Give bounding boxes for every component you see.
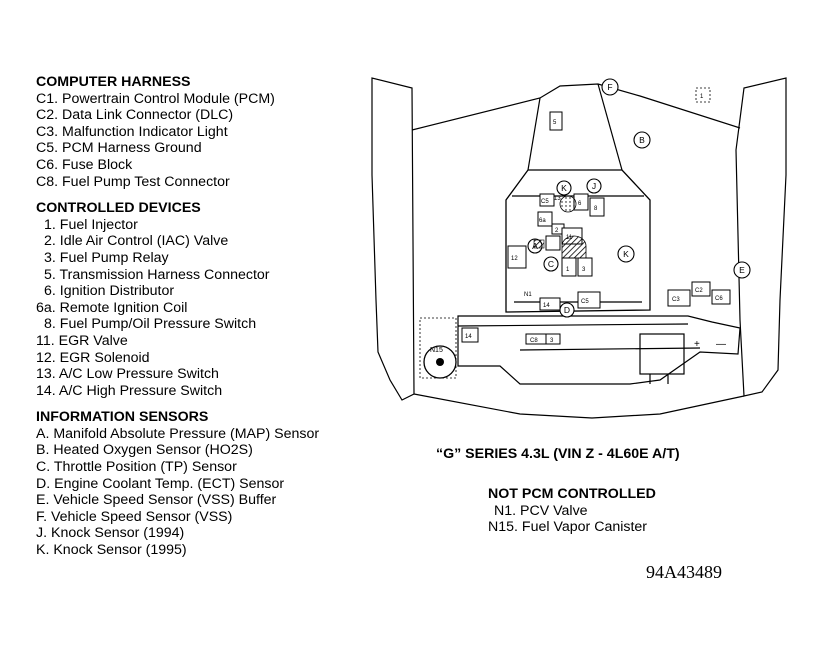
box-labels: 5 C5 6 8 6a 2 11 12 1 3 N1 14 C5 C3 C2 C… <box>465 120 723 344</box>
legend-item: 8. Fuel Pump/Oil Pressure Switch <box>44 316 257 333</box>
box-2-label: 2 <box>555 228 559 234</box>
legend-item: F. Vehicle Speed Sensor (VSS) <box>36 508 233 525</box>
legend-item: 1. Fuel Injector <box>44 216 138 233</box>
c5-top-label: 5 <box>553 120 557 126</box>
c5b-label: C5 <box>581 299 589 305</box>
box-6-label: 6 <box>578 201 582 207</box>
sensor-b-label: B <box>639 135 645 145</box>
legend-item: 6. Ignition Distributor <box>44 283 175 300</box>
box-3b-label: 3 <box>550 338 554 344</box>
legend-item: 12. EGR Solenoid <box>36 349 150 366</box>
battery-minus-label: — <box>716 339 726 350</box>
legend-item: 13. A/C Low Pressure Switch <box>36 366 219 383</box>
not-pcm-controlled: NOT PCM CONTROLLED N1. PCV Valve N15. Fu… <box>488 486 656 536</box>
box-13-label: 13 <box>554 196 561 202</box>
legend-item: C6. Fuse Block <box>36 156 133 173</box>
legend-item: 6a. Remote Ignition Coil <box>36 299 188 316</box>
legend-item: 5. Transmission Harness Connector <box>44 266 270 283</box>
box-14b-label: 14 <box>465 334 472 340</box>
diagram-caption: “G” SERIES 4.3L (VIN Z - 4L60E A/T) <box>436 446 680 462</box>
box-8-label: 8 <box>594 206 598 212</box>
radiator-support <box>457 315 741 385</box>
legend-item: 14. A/C High Pressure Switch <box>36 382 223 399</box>
legend-item: K. Knock Sensor (1995) <box>36 542 187 559</box>
legend-item: J. Knock Sensor (1994) <box>36 525 185 542</box>
controlled-devices-heading: CONTROLLED DEVICES <box>36 200 201 217</box>
legend-item: C8. Fuel Pump Test Connector <box>36 173 230 190</box>
hatched-part <box>561 235 587 259</box>
component-boxes <box>461 111 731 345</box>
sensor-e-label: E <box>739 265 745 275</box>
sensor-j-label: J <box>592 181 596 191</box>
legend-item: E. Vehicle Speed Sensor (VSS) Buffer <box>36 492 277 509</box>
dashed-area <box>419 87 711 379</box>
sensor-f-label: F <box>607 82 612 92</box>
battery-plus-label: + <box>694 339 700 350</box>
not-pcm-item: N15. Fuel Vapor Canister <box>488 519 648 536</box>
not-pcm-item: N1. PCV Valve <box>494 502 588 519</box>
n15-label: N15 <box>430 347 443 354</box>
legend-item: A. Manifold Absolute Pressure (MAP) Sens… <box>36 425 320 442</box>
c2-label: C2 <box>695 288 703 294</box>
legend-item: C3. Malfunction Indicator Light <box>36 123 228 140</box>
information-sensors-heading: INFORMATION SENSORS <box>36 409 209 426</box>
c3-label: C3 <box>672 297 680 303</box>
legend-item: C5. PCM Harness Ground <box>36 140 202 157</box>
c6-label: C6 <box>715 296 723 302</box>
box-1-label: 1 <box>566 267 570 273</box>
box-14-label: 14 <box>543 303 550 309</box>
legend: COMPUTER HARNESS C1. Powertrain Control … <box>36 74 319 559</box>
hatched-part <box>559 195 577 213</box>
c8-label: C8 <box>530 338 538 344</box>
vehicle-outline <box>371 77 787 419</box>
legend-item: C1. Powertrain Control Module (PCM) <box>36 90 275 107</box>
not-pcm-heading: NOT PCM CONTROLLED <box>488 486 656 502</box>
legend-item: D. Engine Coolant Temp. (ECT) Sensor <box>36 475 285 492</box>
hatched-part <box>533 239 545 249</box>
legend-item: 3. Fuel Pump Relay <box>44 249 169 266</box>
box-12-label: 12 <box>511 256 518 262</box>
box-11-label: 11 <box>566 235 573 241</box>
legend-item: 11. EGR Valve <box>36 332 128 349</box>
c1-label: 1 <box>700 94 704 100</box>
legend-item: 2. Idle Air Control (IAC) Valve <box>44 233 229 250</box>
legend-item: C2. Data Link Connector (DLC) <box>36 107 234 124</box>
box-6a-label: 6a <box>539 218 546 224</box>
fuel-vapor-canister: N15 <box>423 345 457 379</box>
sensor-c-label: C <box>548 259 554 269</box>
box-3-label: 3 <box>582 267 586 273</box>
sensor-k-label: K <box>623 249 629 259</box>
legend-item: C. Throttle Position (TP) Sensor <box>36 459 237 476</box>
sensor-k2-label: K <box>561 183 567 193</box>
c5-label: C5 <box>541 199 549 205</box>
figure-number: 94A43489 <box>646 562 722 582</box>
n1-label: N1 <box>524 292 532 298</box>
computer-harness-heading: COMPUTER HARNESS <box>36 74 191 90</box>
legend-item: B. Heated Oxygen Sensor (HO2S) <box>36 442 253 459</box>
sensor-d-label: D <box>564 305 570 315</box>
